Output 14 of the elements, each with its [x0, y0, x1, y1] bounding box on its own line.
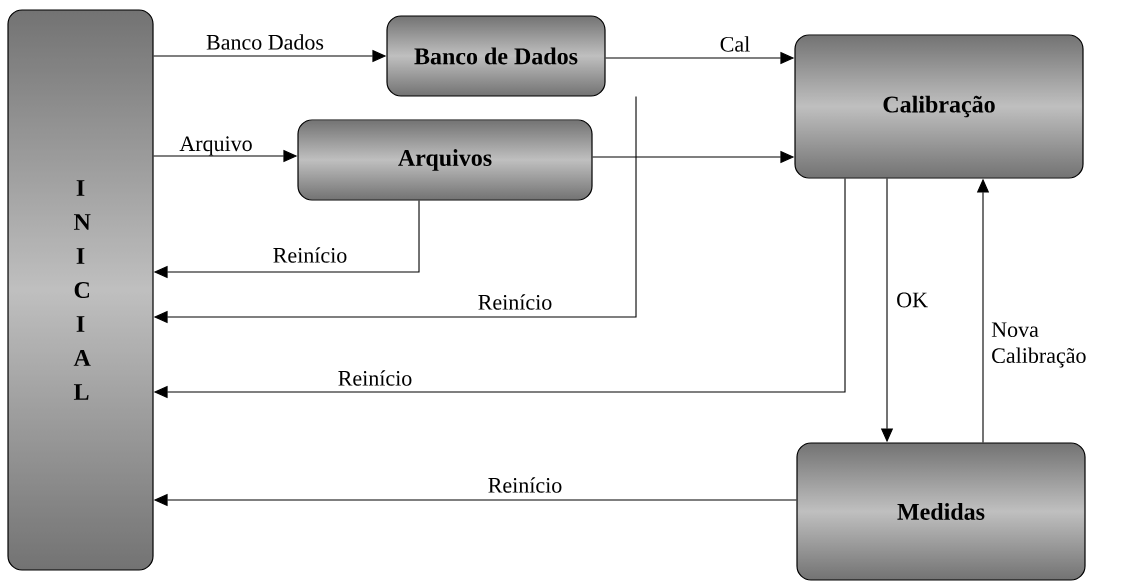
edge-label: Reinício	[273, 247, 347, 263]
edge-label: Reinício	[338, 370, 412, 386]
process-box: Medidas	[796, 442, 1086, 581]
edge-label: Nova Calibração	[991, 322, 1086, 368]
process-box: I N I C I A L	[7, 9, 154, 571]
edge-label: Arquivo	[179, 136, 252, 156]
edge-label: Banco Dados	[206, 34, 324, 50]
process-box: Banco de Dados	[386, 15, 606, 97]
edge-label: OK	[897, 292, 928, 308]
process-box: Calibração	[794, 34, 1084, 179]
edge-label: Cal	[720, 36, 750, 52]
edge-label: Reinício	[478, 294, 552, 310]
edge-label: Reinício	[488, 477, 562, 493]
process-box: Arquivos	[297, 119, 593, 201]
